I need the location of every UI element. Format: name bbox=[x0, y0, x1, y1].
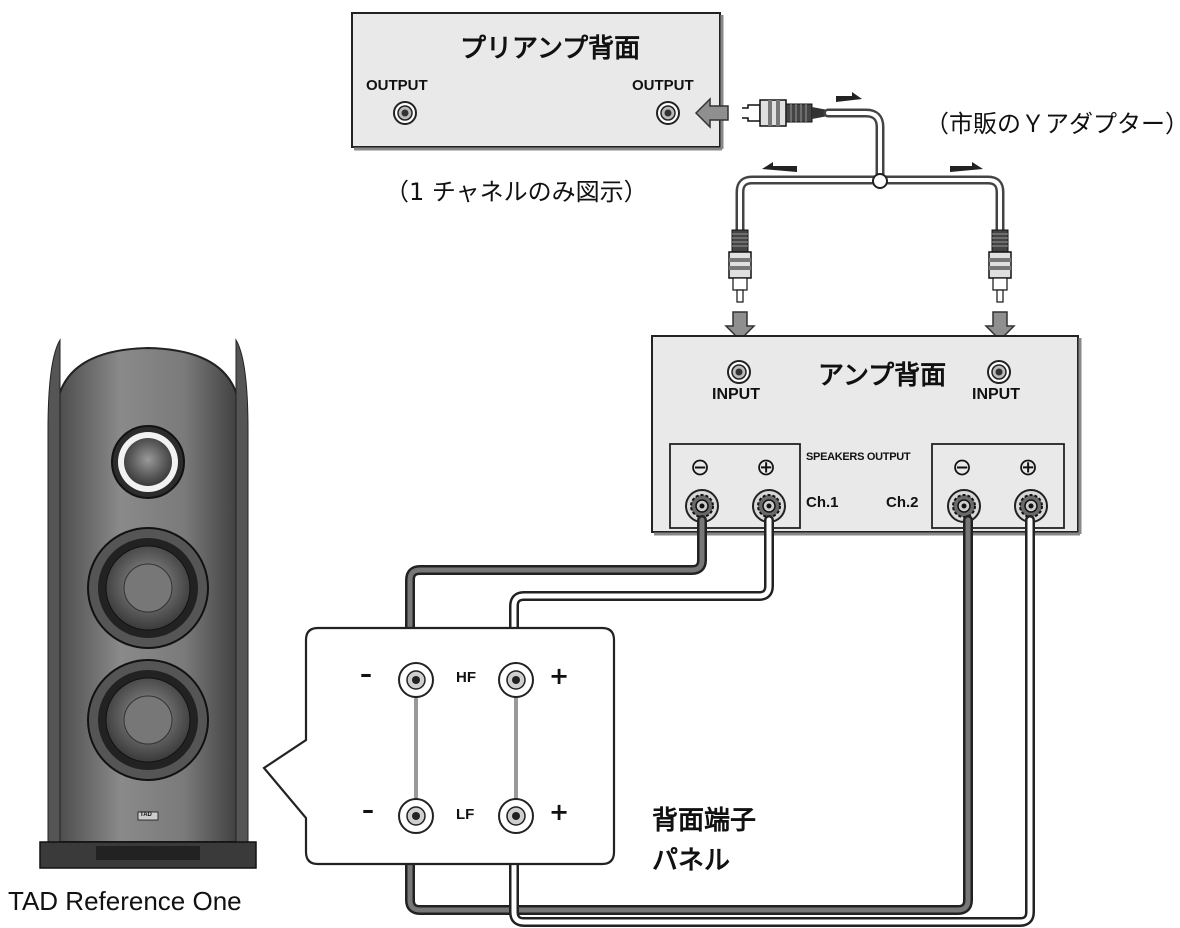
y-adapter-input-plug bbox=[742, 99, 828, 127]
rear-panel-label-line1: 背面端子 bbox=[652, 806, 757, 836]
lf-label: LF bbox=[456, 806, 475, 823]
amp-title: アンプ背面 bbox=[818, 361, 947, 391]
ch2-label: Ch.2 bbox=[886, 494, 919, 511]
preamp-rear-panel bbox=[351, 12, 721, 148]
ch2-minus-symbol: ⊖ bbox=[952, 453, 973, 481]
y-adapter-note: （市販のＹアダプター） bbox=[925, 110, 1180, 138]
lf-minus-label: – bbox=[362, 796, 374, 824]
rca-plug-left bbox=[728, 229, 752, 303]
preamp-title: プリアンプ背面 bbox=[460, 34, 641, 64]
preamp-output-right-label: OUTPUT bbox=[632, 77, 694, 94]
ch2-plus-symbol: ⊕ bbox=[1018, 453, 1039, 481]
hf-plus-terminal bbox=[498, 662, 534, 698]
lf-minus-terminal bbox=[398, 798, 434, 834]
amp-input-left-jack bbox=[727, 360, 751, 384]
lf-plus-terminal bbox=[498, 798, 534, 834]
lf-plus-label: + bbox=[549, 798, 570, 826]
hf-label: HF bbox=[456, 669, 476, 686]
rear-panel-label-line2: パネル bbox=[652, 846, 731, 876]
ch1-plus-symbol: ⊕ bbox=[756, 453, 777, 481]
speaker-illustration bbox=[39, 338, 257, 869]
preamp-output-left-label: OUTPUT bbox=[366, 77, 428, 94]
hf-minus-label: – bbox=[360, 660, 372, 688]
signal-arrow-left bbox=[762, 162, 797, 172]
speakers-output-label: SPEAKERS OUTPUT bbox=[806, 451, 911, 463]
speaker-badge: TAD bbox=[140, 812, 152, 818]
hf-plus-label: + bbox=[549, 662, 570, 690]
ch1-label: Ch.1 bbox=[806, 494, 839, 511]
rca-plug-right bbox=[988, 229, 1012, 303]
signal-arrow-right-2 bbox=[950, 162, 983, 172]
y-adapter-cable bbox=[735, 108, 1005, 235]
y-adapter-split bbox=[872, 173, 888, 189]
signal-arrow-right bbox=[836, 92, 862, 102]
hf-minus-terminal bbox=[398, 662, 434, 698]
preamp-output-left-jack bbox=[393, 101, 417, 125]
amp-input-right-label: INPUT bbox=[972, 386, 1020, 403]
amp-input-left-label: INPUT bbox=[712, 386, 760, 403]
preamp-output-right-jack bbox=[656, 101, 680, 125]
ch1-minus-symbol: ⊖ bbox=[690, 453, 711, 481]
amp-input-right-jack bbox=[987, 360, 1011, 384]
arrow-into-preamp bbox=[694, 97, 729, 129]
one-channel-note: （1 チャネルのみ図示） bbox=[385, 178, 648, 206]
speaker-model-label: TAD Reference One bbox=[8, 886, 242, 916]
